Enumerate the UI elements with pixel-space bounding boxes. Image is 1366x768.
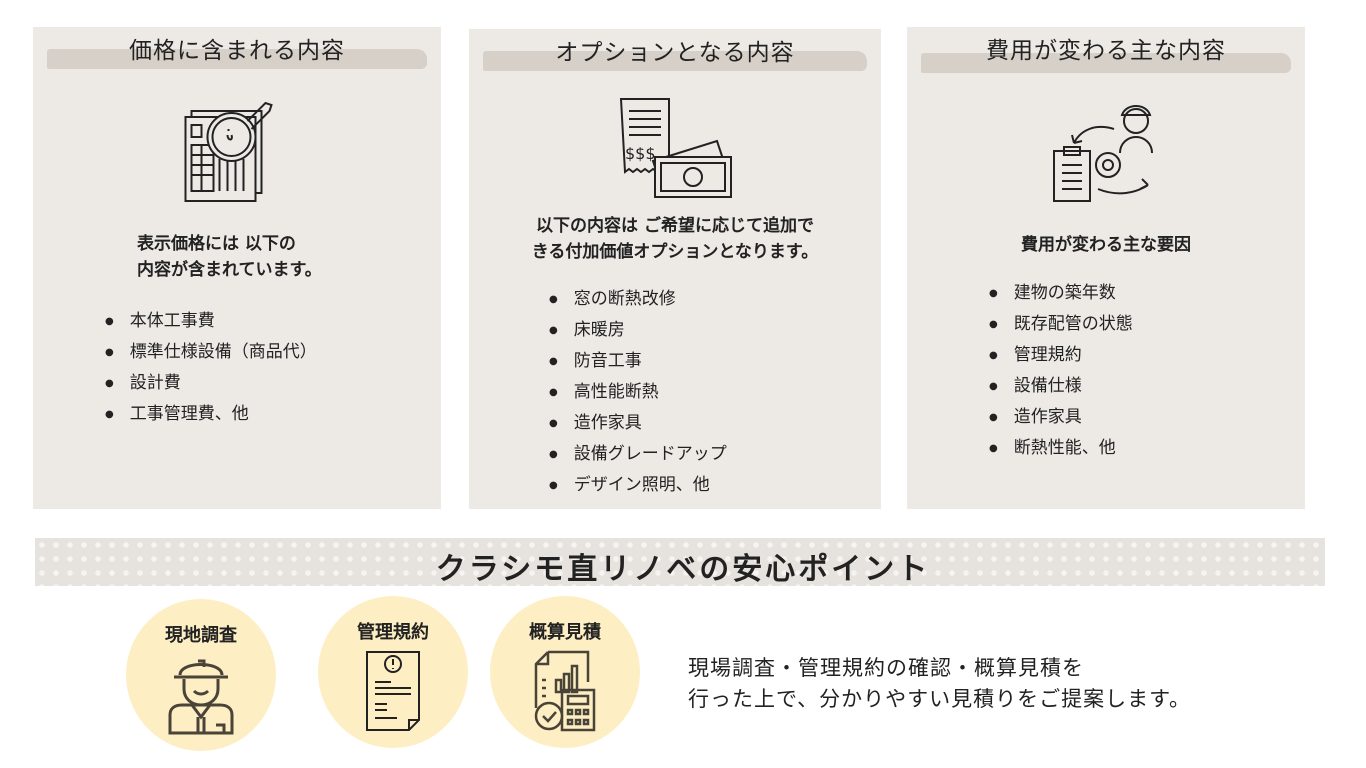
list-item: 設備グレードアップ <box>549 440 727 471</box>
list-item: 断熱性能、他 <box>989 434 1133 465</box>
list-item: 造作家具 <box>989 403 1133 434</box>
list-item: 本体工事費 <box>105 307 317 338</box>
section-title: クラシモ直リノベの安心ポイント <box>435 552 931 587</box>
summary-text: 現場調査・管理規約の確認・概算見積を 行った上で、分かりやすい見積りをご提案しま… <box>688 653 1191 715</box>
document-alert-icon <box>366 651 420 731</box>
panel-title: 価格に含まれる内容 <box>129 38 345 64</box>
svg-text:$$$: $$$ <box>625 144 656 163</box>
point-label: 現地調査 <box>165 625 237 646</box>
panel-title: オプションとなる内容 <box>555 40 795 66</box>
list-item: 建物の築年数 <box>989 279 1133 310</box>
list-item: 高性能断熱 <box>549 378 727 409</box>
point-label: 管理規約 <box>357 622 429 643</box>
list-item: デザイン照明、他 <box>549 471 727 502</box>
point-management-rules: 管理規約 <box>318 596 468 748</box>
summary-line: 行った上で、分かりやすい見積りをご提案します。 <box>688 687 1192 711</box>
lead-line: 以下の内容は ご希望に応じて追加で <box>536 216 814 236</box>
list-item: 床暖房 <box>549 316 727 347</box>
list-item: 管理規約 <box>989 341 1133 372</box>
list-item: 工事管理費、他 <box>105 400 317 431</box>
list-item: 造作家具 <box>549 409 727 440</box>
point-site-survey: 現地調査 <box>126 599 276 751</box>
point-label: 概算見積 <box>529 622 601 643</box>
lead-line: 表示価格には 以下の <box>137 234 296 254</box>
construction-worker-icon <box>168 659 234 735</box>
point-rough-estimate: 概算見積 <box>490 596 640 748</box>
section-band <box>35 538 1325 586</box>
receipt-money-icon: $$$ <box>619 98 732 198</box>
options-list: 窓の断熱改修 床暖房 防音工事 高性能断熱 造作家具 設備グレードアップ デザイ… <box>549 285 727 502</box>
included-list: 本体工事費 標準仕様設備（商品代） 設計費 工事管理費、他 <box>105 307 317 431</box>
panel-options: オプションとなる内容 $$$ 以下の内容は ご希望に応じて追加できる付加価値オプ… <box>469 29 881 509</box>
lead-line: 内容が含まれています。 <box>137 260 322 280</box>
list-item: 窓の断熱改修 <box>549 285 727 316</box>
panel-title: 費用が変わる主な内容 <box>986 38 1226 64</box>
title-stripe <box>483 51 867 71</box>
document-magnifier-icon <box>184 101 273 202</box>
worker-gear-clipboard-icon <box>1053 105 1153 202</box>
lead-line: 費用が変わる主な要因 <box>1021 235 1191 255</box>
summary-line: 現場調査・管理規約の確認・概算見積を <box>688 656 1084 680</box>
list-item: 防音工事 <box>549 347 727 378</box>
list-item: 設備仕様 <box>989 372 1133 403</box>
list-item: 設計費 <box>105 369 317 400</box>
title-stripe <box>47 49 427 69</box>
list-item: 既存配管の状態 <box>989 310 1133 341</box>
list-item: 標準仕様設備（商品代） <box>105 338 317 369</box>
panel-cost-factors: 費用が変わる主な内容 費用が変わる主な要因 建物の築年数 既存配管の状態 管理規… <box>907 27 1305 509</box>
lead-line: きる付加価値オプションとなります。 <box>531 242 819 262</box>
estimate-calculator-icon <box>534 650 596 732</box>
title-stripe <box>921 53 1291 73</box>
cost-factors-list: 建物の築年数 既存配管の状態 管理規約 設備仕様 造作家具 断熱性能、他 <box>989 279 1133 465</box>
